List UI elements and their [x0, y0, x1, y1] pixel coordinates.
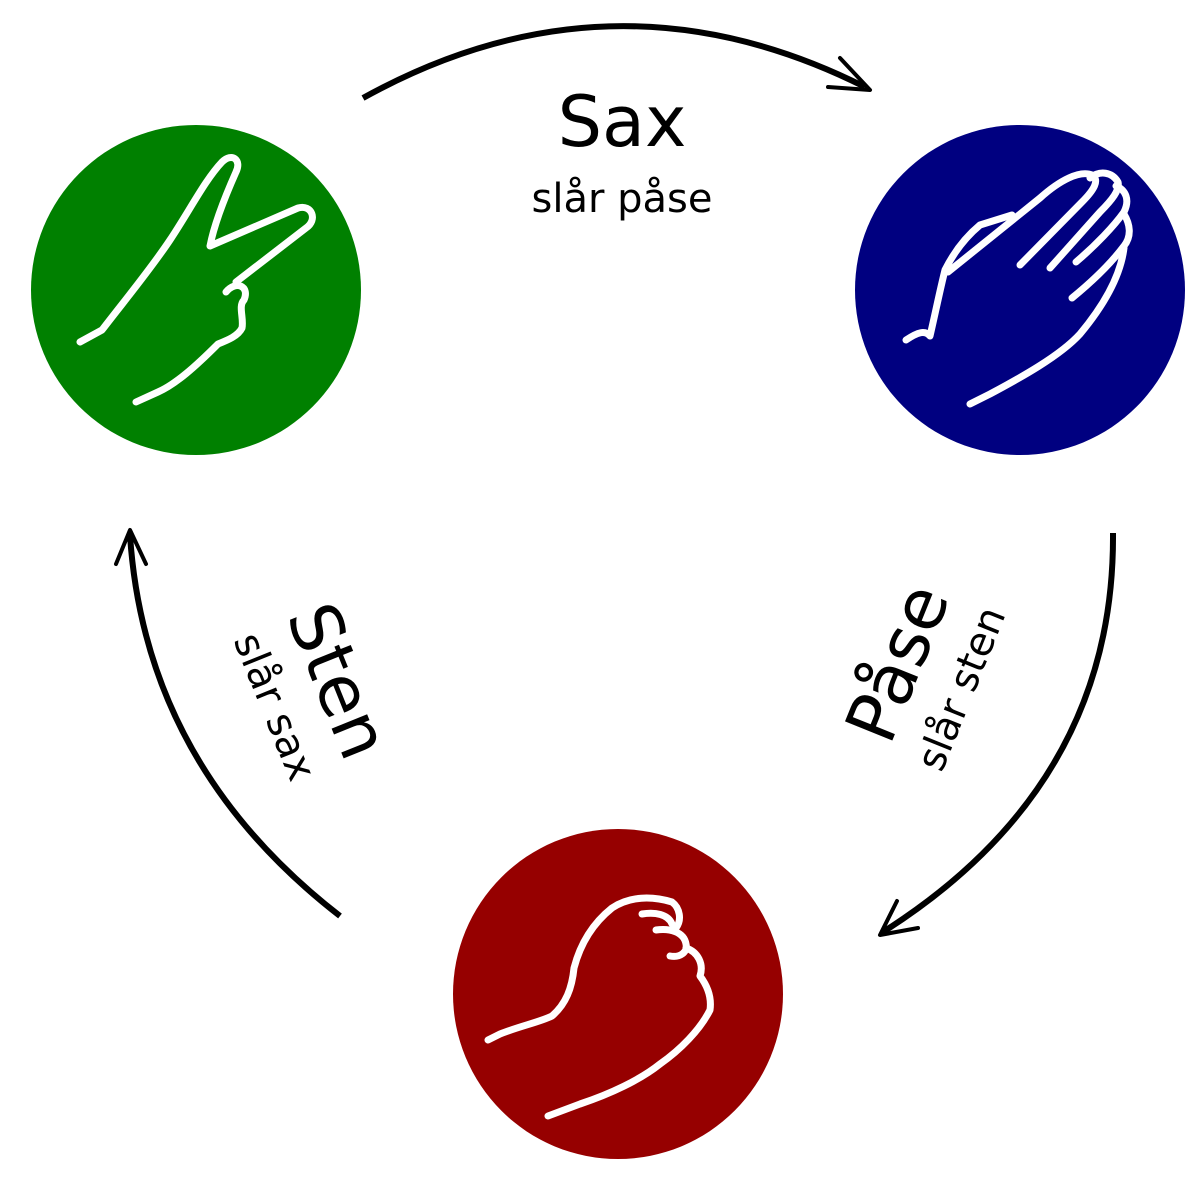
arrow-rock-to-scissors	[114, 528, 342, 919]
node-rock-circle	[453, 829, 783, 1159]
label-sten: Sten slår sax	[224, 592, 406, 787]
label-sax-title: Sax	[558, 81, 687, 163]
rock-fist-icon	[484, 894, 714, 1120]
paper-hand-icon	[902, 169, 1133, 408]
node-scissors-circle	[31, 125, 361, 455]
node-scissors	[31, 125, 361, 455]
label-pase: Påse slår sten	[829, 573, 1015, 777]
node-rock	[453, 829, 783, 1159]
scissors-hand-icon	[76, 154, 316, 406]
arrow-scissors-to-paper	[361, 23, 872, 101]
label-sax: Sax slår påse	[532, 81, 713, 222]
node-paper-circle	[855, 125, 1185, 455]
node-paper	[855, 125, 1185, 455]
arrow-paper-to-rock	[878, 532, 1117, 937]
label-sax-subtitle: slår påse	[532, 176, 713, 222]
